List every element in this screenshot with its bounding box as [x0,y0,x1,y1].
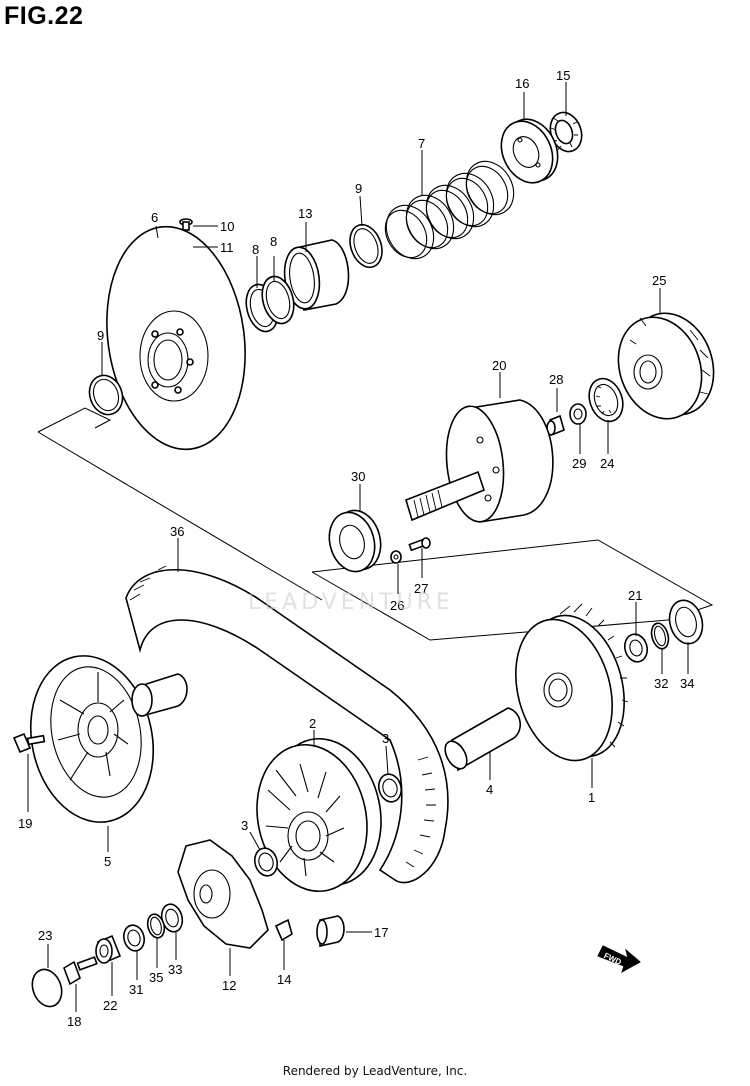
callout-3-lower: 3 [241,818,248,833]
screw-part-27 [408,537,431,552]
callout-25: 25 [652,273,666,288]
drive-face-part-1 [515,603,629,762]
watermark: LEADVENTURE [248,590,454,615]
washer-part-26 [390,550,402,564]
nut-part-15 [549,111,583,153]
callout-9-upper: 9 [355,181,362,196]
bearing-part-24 [588,377,624,423]
bearing-part-21 [623,633,649,663]
roller-part-3-upper [377,773,403,803]
figure-title: FIG.22 [4,2,84,30]
callout-4: 4 [486,782,493,797]
callout-22: 22 [103,998,117,1013]
callout-15: 15 [556,68,570,83]
clutch-part-25 [617,312,715,420]
fwd-arrow-icon: FWD [597,945,641,974]
washer-part-29 [569,403,587,425]
collar-part-17 [316,915,345,947]
ramp-plate-part-12 [177,839,269,949]
callout-labels: 15 16 7 9 13 6 10 11 8 8 9 25 20 28 29 2… [18,68,694,1029]
callout-16: 16 [515,76,529,91]
spacer-part-4 [444,707,521,772]
callout-5: 5 [104,854,111,869]
pin-part-10 [179,218,193,231]
clutch-housing-part-20 [405,399,554,523]
holder-part-16 [500,118,559,184]
callout-11: 11 [220,240,234,255]
assembly-outline-left [37,431,323,601]
bolt-part-19 [12,732,46,754]
collar-part-28 [546,414,565,436]
spring-part-7 [384,160,515,260]
driven-face-part-6 [106,225,246,451]
ring-part-35 [146,913,166,939]
callout-6: 6 [151,210,158,225]
callout-7: 7 [418,136,425,151]
callout-33: 33 [168,962,182,977]
callout-18: 18 [67,1014,81,1029]
leader-lines [27,82,689,1012]
callout-10: 10 [220,219,234,234]
fwd-label: FWD [602,951,623,967]
callout-29: 29 [572,456,586,471]
callout-26: 26 [390,598,404,613]
callout-24: 24 [600,456,614,471]
callout-28: 28 [549,372,563,387]
seal-part-34 [668,599,704,645]
drive-pulley-part-2 [256,737,382,893]
callout-23: 23 [38,928,52,943]
driven-pulley-part-5 [29,655,188,823]
slider-part-14 [274,918,293,942]
callout-21: 21 [628,588,642,603]
ring-part-8-b [261,275,295,325]
callout-14: 14 [277,972,291,987]
bolt-part-18 [63,956,98,986]
callout-19: 19 [18,816,32,831]
callout-35: 35 [149,970,163,985]
callout-27: 27 [414,581,428,596]
callout-12: 12 [222,978,236,993]
callout-17: 17 [374,925,388,940]
drive-belt-part-36 [125,565,449,884]
callout-30: 30 [351,469,365,484]
callout-36: 36 [170,524,184,539]
bearing-part-31 [122,924,146,952]
ring-part-9-lower [88,374,124,416]
roller-part-3-lower [253,847,279,877]
ring-part-9-upper [349,223,383,269]
callout-13: 13 [298,206,312,221]
callout-9-lower: 9 [97,328,104,343]
callout-20: 20 [492,358,506,373]
assembly-outline [37,407,112,433]
callout-31: 31 [129,982,143,997]
callout-3-upper: 3 [382,731,389,746]
ring-part-32 [650,622,670,650]
callout-8-b: 8 [270,234,277,249]
footer-credit: Rendered by LeadVenture, Inc. [282,1064,468,1078]
callout-1: 1 [588,790,595,805]
collar-part-13 [283,239,350,311]
bearing-part-30 [328,509,382,573]
callout-2: 2 [309,716,316,731]
nut-part-22 [95,934,122,964]
callout-32: 32 [654,676,668,691]
cap-part-23 [31,968,63,1008]
callout-34: 34 [680,676,694,691]
callout-8-a: 8 [252,242,259,257]
